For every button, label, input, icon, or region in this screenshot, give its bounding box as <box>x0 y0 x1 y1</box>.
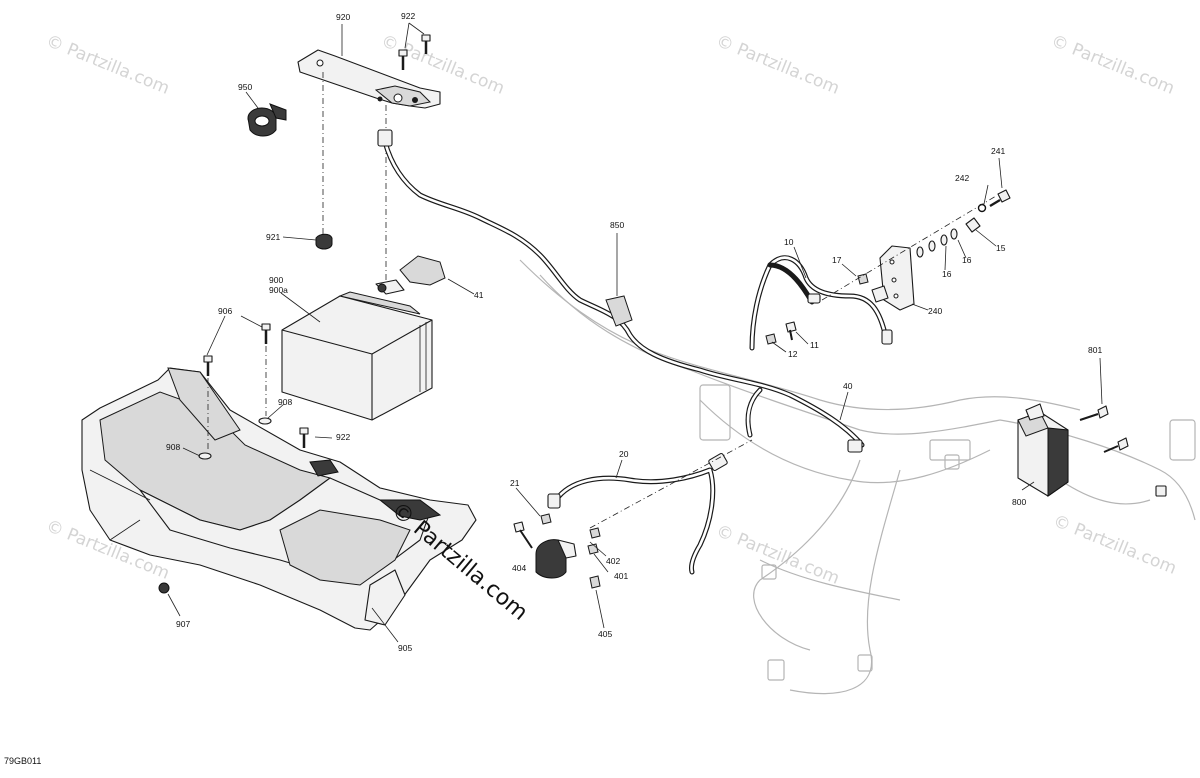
part-241-screw <box>989 189 1011 208</box>
callout-242: 242 <box>955 173 969 183</box>
callout-908: 908 <box>166 442 180 452</box>
callout-16: 16 <box>962 255 972 265</box>
watermark: © Partzilla.com <box>713 521 842 589</box>
callout-17: 17 <box>832 255 842 265</box>
connector-small <box>1155 485 1167 497</box>
leader-lines <box>167 22 1103 643</box>
callout-906: 906 <box>218 306 232 316</box>
callout-401: 401 <box>614 571 628 581</box>
part-920-bracket <box>297 49 441 109</box>
callout-921: 921 <box>266 232 280 242</box>
assembly-line <box>589 439 753 529</box>
callout-801: 801 <box>1088 345 1102 355</box>
part-405-nut <box>589 575 601 589</box>
part-16-washers <box>916 228 958 258</box>
callout-10: 10 <box>784 237 794 247</box>
part-17-nut <box>857 273 869 285</box>
diagram-code: 79GB011 <box>4 756 41 766</box>
watermark: © Partzilla.com <box>1050 511 1179 579</box>
part-800-module <box>1017 403 1069 497</box>
callout-15: 15 <box>996 243 1006 253</box>
callout-12: 12 <box>788 349 798 359</box>
callout-labels: 920 922 950 921 900 900a 41 906 908 908 … <box>166 11 1102 653</box>
part-801-screws <box>1079 405 1129 453</box>
callout-922: 922 <box>336 432 350 442</box>
callout-11: 11 <box>810 340 819 350</box>
callout-800: 800 <box>1012 497 1026 507</box>
part-906-screws <box>203 323 309 448</box>
part-921-nut <box>315 233 333 250</box>
callout-241: 241 <box>991 146 1005 156</box>
callout-907: 907 <box>176 619 190 629</box>
callout-404: 404 <box>512 563 526 573</box>
callout-850: 850 <box>610 220 624 230</box>
part-905-battery-tray <box>81 367 477 631</box>
callout-16: 16 <box>942 269 952 279</box>
part-11-screw <box>785 321 797 341</box>
callout-900a: 900a <box>269 285 288 295</box>
part-12-nut <box>765 333 777 345</box>
part-240-bracket <box>871 245 915 311</box>
callout-900: 900 <box>269 275 283 285</box>
callout-20: 20 <box>619 449 629 459</box>
part-21-nut <box>540 513 552 525</box>
callout-405: 405 <box>598 629 612 639</box>
callout-920: 920 <box>336 12 350 22</box>
watermark: © Partzilla.com <box>43 31 172 99</box>
callout-922: 922 <box>401 11 415 21</box>
part-402-nut <box>589 527 601 539</box>
part-900-battery <box>281 291 433 421</box>
callout-950: 950 <box>238 82 252 92</box>
part-850-harness <box>377 129 865 453</box>
watermark: © Partzilla.com <box>713 31 842 99</box>
callout-905: 905 <box>398 643 412 653</box>
callout-40: 40 <box>843 381 853 391</box>
part-907-grommet <box>158 582 170 594</box>
part-908-washers <box>198 417 272 460</box>
watermark: © Partzilla.com <box>1048 31 1177 99</box>
part-41-terminal-cap <box>375 255 446 295</box>
callout-402: 402 <box>606 556 620 566</box>
part-404-relay <box>513 521 577 579</box>
part-20-cable <box>547 452 728 575</box>
callout-240: 240 <box>928 306 942 316</box>
callout-908: 908 <box>278 397 292 407</box>
part-401-nut <box>587 543 599 555</box>
part-922-screws <box>398 34 431 70</box>
part-950-socket <box>247 103 287 137</box>
part-15-spacer <box>965 217 981 233</box>
callout-41: 41 <box>474 290 484 300</box>
callout-21: 21 <box>510 478 520 488</box>
